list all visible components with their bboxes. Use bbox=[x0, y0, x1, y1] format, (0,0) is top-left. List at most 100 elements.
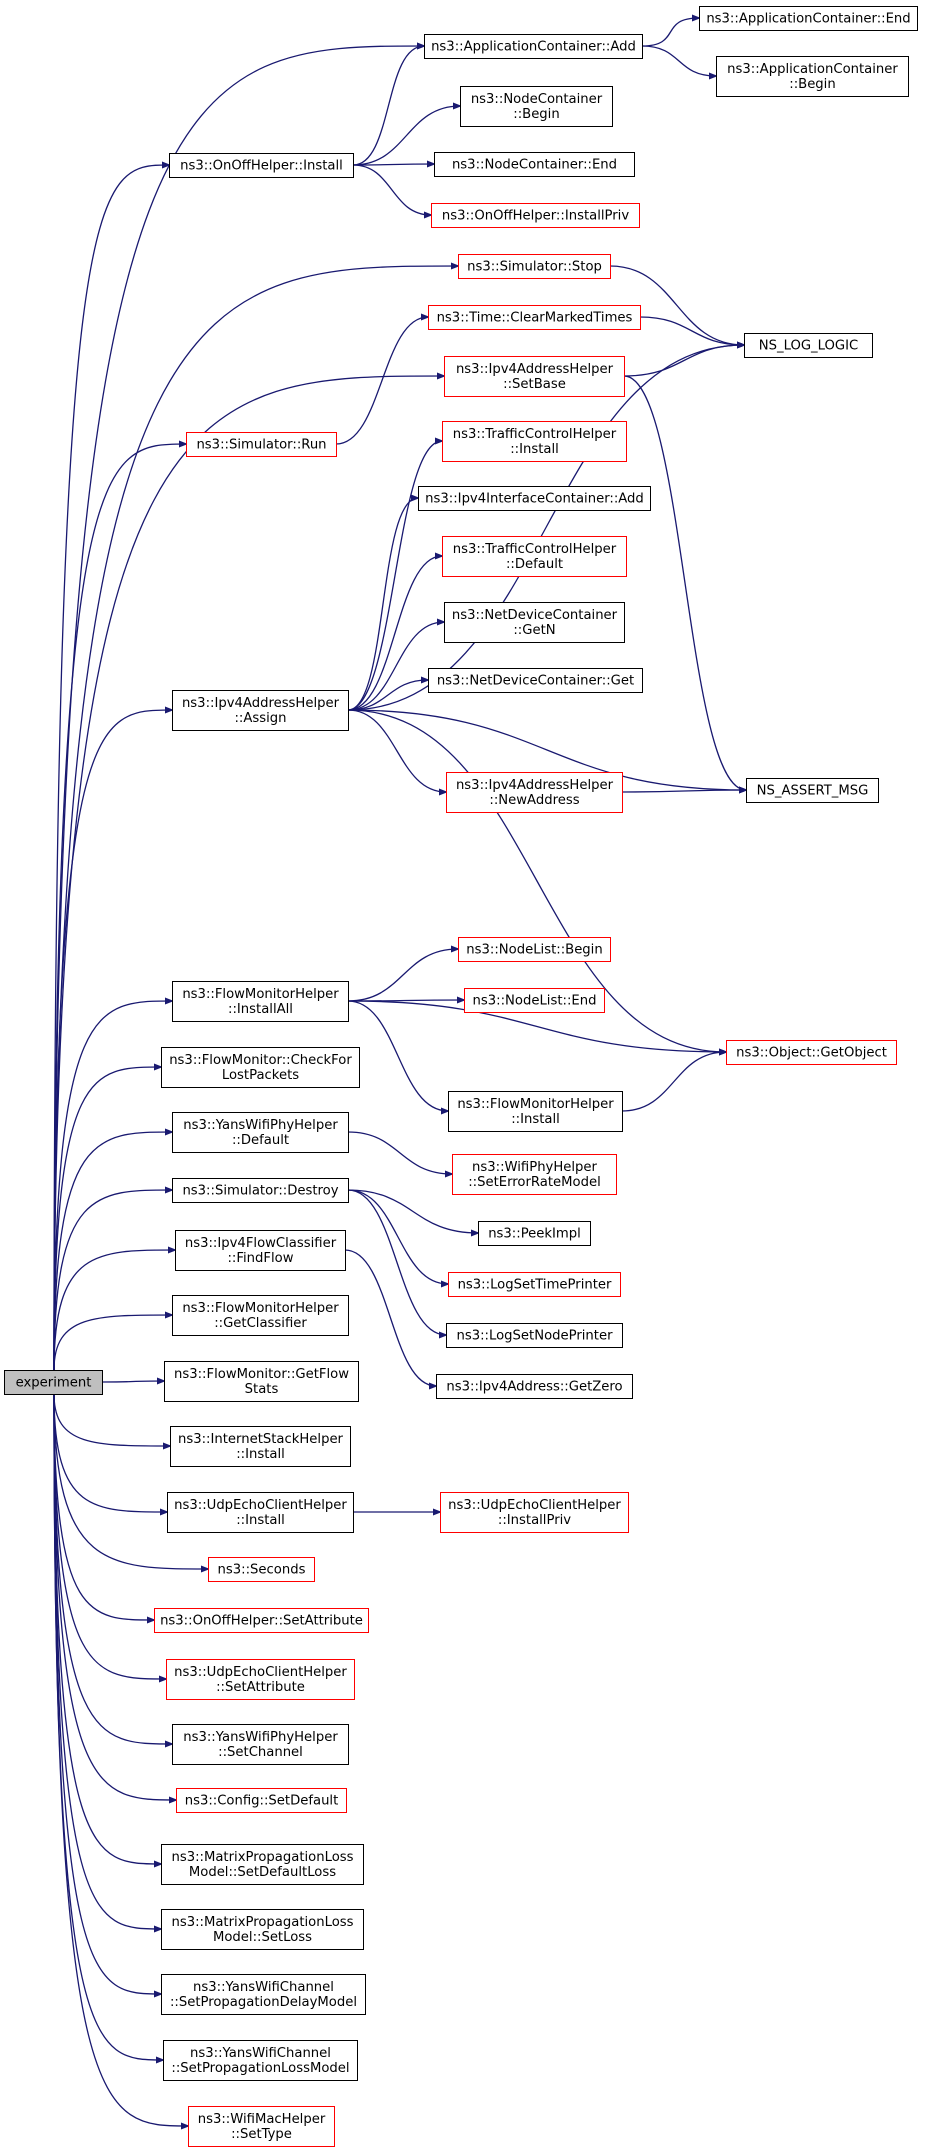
node-ywc-setpropdelay[interactable]: ns3::YansWifiChannel::SetPropagationDela… bbox=[161, 1974, 366, 2015]
node-ywph-setchannel[interactable]: ns3::YansWifiPhyHelper::SetChannel bbox=[172, 1724, 349, 1765]
node-ywph-default[interactable]: ns3::YansWifiPhyHelper::Default bbox=[172, 1112, 349, 1153]
node-label: ns3::YansWifiPhyHelper bbox=[183, 1730, 338, 1745]
node-label: ns3::FlowMonitor::GetFlow bbox=[174, 1367, 349, 1382]
node-mplm-setdefaultloss[interactable]: ns3::MatrixPropagationLossModel::SetDefa… bbox=[161, 1844, 364, 1885]
node-box bbox=[428, 668, 643, 693]
node-sim-run[interactable]: ns3::Simulator::Run bbox=[186, 432, 337, 457]
edge-ipv4-assign-to-ns-assert bbox=[347, 709, 746, 790]
node-fmh-install[interactable]: ns3::FlowMonitorHelper::Install bbox=[448, 1091, 623, 1132]
node-ywc-setproploss[interactable]: ns3::YansWifiChannel::SetPropagationLoss… bbox=[163, 2040, 358, 2081]
node-label: ::Install bbox=[511, 1112, 560, 1127]
node-nl-begin[interactable]: ns3::NodeList::Begin bbox=[458, 937, 611, 962]
node-box bbox=[431, 203, 640, 228]
node-label: ::Install bbox=[236, 1513, 285, 1528]
node-ish-install[interactable]: ns3::InternetStackHelper::Install bbox=[170, 1426, 351, 1467]
node-experiment[interactable]: experiment bbox=[4, 1370, 103, 1395]
node-tch-default[interactable]: ns3::TrafficControlHelper::Default bbox=[442, 536, 627, 577]
node-label: ns3::TrafficControlHelper bbox=[453, 427, 617, 442]
node-label: ns3::NetDeviceContainer bbox=[452, 608, 618, 623]
node-ipv4-newaddr[interactable]: ns3::Ipv4AddressHelper::NewAddress bbox=[446, 772, 623, 813]
node-box bbox=[175, 1230, 346, 1271]
node-sim-stop[interactable]: ns3::Simulator::Stop bbox=[458, 254, 611, 279]
node-ipv4addr-getzero[interactable]: ns3::Ipv4Address::GetZero bbox=[436, 1374, 633, 1399]
node-logsettime[interactable]: ns3::LogSetTimePrinter bbox=[448, 1272, 621, 1297]
edge-app-add-to-app-end bbox=[641, 18, 699, 47]
node-box bbox=[161, 1909, 364, 1950]
edge-experiment-to-ywc-setproploss bbox=[53, 1393, 163, 2060]
edge-experiment-to-fmh-installall bbox=[53, 1001, 172, 1371]
node-label: ns3::ApplicationContainer bbox=[727, 62, 898, 77]
node-box bbox=[699, 6, 918, 31]
node-label: ::GetClassifier bbox=[214, 1316, 307, 1331]
node-box bbox=[164, 1361, 359, 1402]
node-config-setdefault[interactable]: ns3::Config::SetDefault bbox=[176, 1788, 347, 1813]
node-fmh-getclass[interactable]: ns3::FlowMonitorHelper::GetClassifier bbox=[172, 1295, 349, 1336]
node-label: ::SetErrorRateModel bbox=[468, 1175, 601, 1190]
node-box bbox=[161, 1974, 366, 2015]
node-ns-log-logic[interactable]: NS_LOG_LOGIC bbox=[744, 333, 873, 358]
node-label: ::Begin bbox=[513, 107, 559, 122]
node-box bbox=[172, 1724, 349, 1765]
node-logsetnode[interactable]: ns3::LogSetNodePrinter bbox=[446, 1323, 623, 1348]
node-ipv4ic-add[interactable]: ns3::Ipv4InterfaceContainer::Add bbox=[418, 486, 651, 511]
node-uech-setattr[interactable]: ns3::UdpEchoClientHelper::SetAttribute bbox=[166, 1659, 355, 1700]
node-label: ns3::Simulator::Stop bbox=[467, 260, 602, 275]
node-onoff-install[interactable]: ns3::OnOffHelper::Install bbox=[169, 153, 354, 178]
node-uech-installpriv[interactable]: ns3::UdpEchoClientHelper::InstallPriv bbox=[440, 1492, 629, 1533]
node-app-add[interactable]: ns3::ApplicationContainer::Add bbox=[424, 34, 643, 59]
node-label: ns3::InternetStackHelper bbox=[178, 1432, 344, 1447]
edge-experiment-to-onoff-setattr bbox=[53, 1393, 154, 1620]
node-box bbox=[444, 602, 625, 643]
node-onoff-installpriv[interactable]: ns3::OnOffHelper::InstallPriv bbox=[431, 203, 640, 228]
edge-ipv4-setbase-to-ns-assert bbox=[623, 375, 746, 790]
node-ndc-getn[interactable]: ns3::NetDeviceContainer::GetN bbox=[444, 602, 625, 643]
edge-experiment-to-fm-getflowstats bbox=[101, 1381, 164, 1382]
node-seconds[interactable]: ns3::Seconds bbox=[208, 1557, 315, 1582]
node-time-clear[interactable]: ns3::Time::ClearMarkedTimes bbox=[428, 305, 641, 330]
node-label: ns3::Config::SetDefault bbox=[185, 1794, 339, 1809]
node-label: NS_LOG_LOGIC bbox=[759, 339, 858, 354]
node-fmh-installall[interactable]: ns3::FlowMonitorHelper::InstallAll bbox=[172, 981, 349, 1022]
node-onoff-setattr[interactable]: ns3::OnOffHelper::SetAttribute bbox=[154, 1608, 369, 1633]
edge-experiment-to-sim-stop bbox=[53, 266, 458, 1371]
node-label: ns3::Simulator::Destroy bbox=[182, 1184, 338, 1199]
node-app-end[interactable]: ns3::ApplicationContainer::End bbox=[699, 6, 918, 31]
node-nc-begin[interactable]: ns3::NodeContainer::Begin bbox=[460, 86, 613, 127]
node-ipv4fc-findflow[interactable]: ns3::Ipv4FlowClassifier::FindFlow bbox=[175, 1230, 346, 1271]
edge-ipv4-setbase-to-ns-log-logic bbox=[623, 345, 744, 377]
node-box bbox=[452, 1154, 617, 1195]
node-label: ns3::OnOffHelper::SetAttribute bbox=[160, 1614, 363, 1629]
node-label: ::FindFlow bbox=[227, 1251, 293, 1266]
node-wph-seterm[interactable]: ns3::WifiPhyHelper::SetErrorRateModel bbox=[452, 1154, 617, 1195]
node-label: ns3::Time::ClearMarkedTimes bbox=[437, 311, 633, 326]
node-uech-install[interactable]: ns3::UdpEchoClientHelper::Install bbox=[167, 1492, 354, 1533]
node-nl-end[interactable]: ns3::NodeList::End bbox=[464, 988, 605, 1013]
node-wmh-settype[interactable]: ns3::WifiMacHelper::SetType bbox=[188, 2106, 335, 2147]
node-ndc-get[interactable]: ns3::NetDeviceContainer::Get bbox=[428, 668, 643, 693]
node-box bbox=[744, 333, 873, 358]
node-label: ::Assign bbox=[234, 711, 286, 726]
node-ns-assert[interactable]: NS_ASSERT_MSG bbox=[746, 778, 879, 803]
node-nc-end[interactable]: ns3::NodeContainer::End bbox=[434, 152, 635, 177]
edge-ipv4fc-findflow-to-ipv4addr-getzero bbox=[344, 1249, 436, 1386]
node-box bbox=[746, 778, 879, 803]
node-label: ns3::Seconds bbox=[218, 1563, 306, 1578]
node-ipv4-assign[interactable]: ns3::Ipv4AddressHelper::Assign bbox=[172, 690, 349, 731]
node-tch-install[interactable]: ns3::TrafficControlHelper::Install bbox=[442, 421, 627, 462]
node-peekimpl[interactable]: ns3::PeekImpl bbox=[478, 1221, 591, 1246]
node-ipv4-setbase[interactable]: ns3::Ipv4AddressHelper::SetBase bbox=[444, 356, 625, 397]
node-label: experiment bbox=[16, 1376, 92, 1391]
node-box bbox=[172, 1178, 349, 1203]
node-label: ns3::WifiPhyHelper bbox=[472, 1160, 598, 1175]
node-box bbox=[458, 937, 611, 962]
node-box bbox=[424, 34, 643, 59]
node-box bbox=[169, 153, 354, 178]
node-app-begin[interactable]: ns3::ApplicationContainer::Begin bbox=[716, 56, 909, 97]
edge-onoff-install-to-nc-begin bbox=[352, 106, 460, 166]
node-obj-getobject[interactable]: ns3::Object::GetObject bbox=[726, 1040, 897, 1065]
node-sim-destroy[interactable]: ns3::Simulator::Destroy bbox=[172, 1178, 349, 1203]
